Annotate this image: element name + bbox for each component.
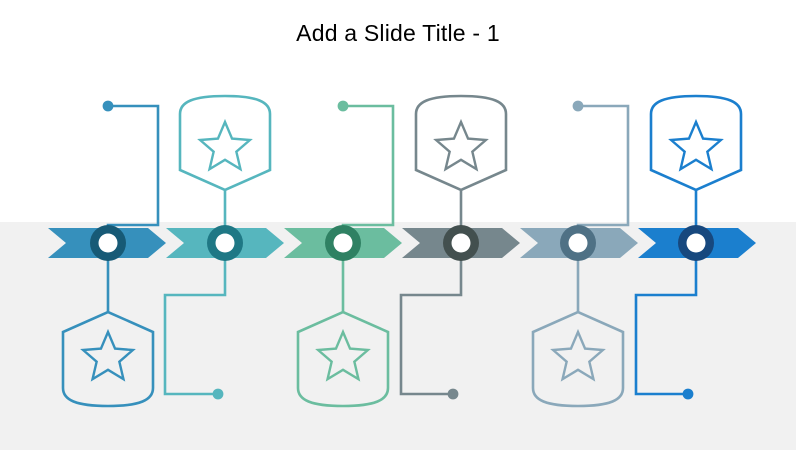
page-title[interactable]: Add a Slide Title - 1	[296, 20, 500, 46]
connector-step-1	[102, 100, 160, 243]
chevron-bar	[48, 228, 756, 258]
connector-step-2	[163, 243, 227, 400]
step-marker-2[interactable]	[207, 225, 243, 261]
connector-endpoint-dot	[682, 388, 694, 400]
connector-step-3	[337, 100, 395, 243]
step-marker-4[interactable]	[443, 225, 479, 261]
connector-endpoint-dot	[337, 100, 349, 112]
badge-step-5[interactable]	[531, 310, 625, 408]
step-marker-6[interactable]	[678, 225, 714, 261]
connector-endpoint-dot	[572, 100, 584, 112]
star-icon	[198, 120, 252, 171]
badge-step-2[interactable]	[178, 94, 272, 192]
badge-step-6[interactable]	[649, 94, 743, 192]
connector-endpoint-dot	[447, 388, 459, 400]
background-band	[0, 222, 796, 450]
step-marker-3[interactable]	[325, 225, 361, 261]
step-marker-1[interactable]	[90, 225, 126, 261]
step-marker-5[interactable]	[560, 225, 596, 261]
star-icon	[434, 120, 488, 171]
star-icon	[81, 330, 135, 381]
badge-step-4[interactable]	[414, 94, 508, 192]
star-icon	[316, 330, 370, 381]
connector-endpoint-dot	[102, 100, 114, 112]
connector-step-6	[634, 243, 698, 400]
connector-endpoint-dot	[212, 388, 224, 400]
star-icon	[551, 330, 605, 381]
badge-step-3[interactable]	[296, 310, 390, 408]
badge-step-1[interactable]	[61, 310, 155, 408]
step-markers	[90, 225, 714, 261]
connector-step-5	[572, 100, 630, 243]
connector-step-4	[399, 243, 463, 400]
star-icon	[669, 120, 723, 171]
